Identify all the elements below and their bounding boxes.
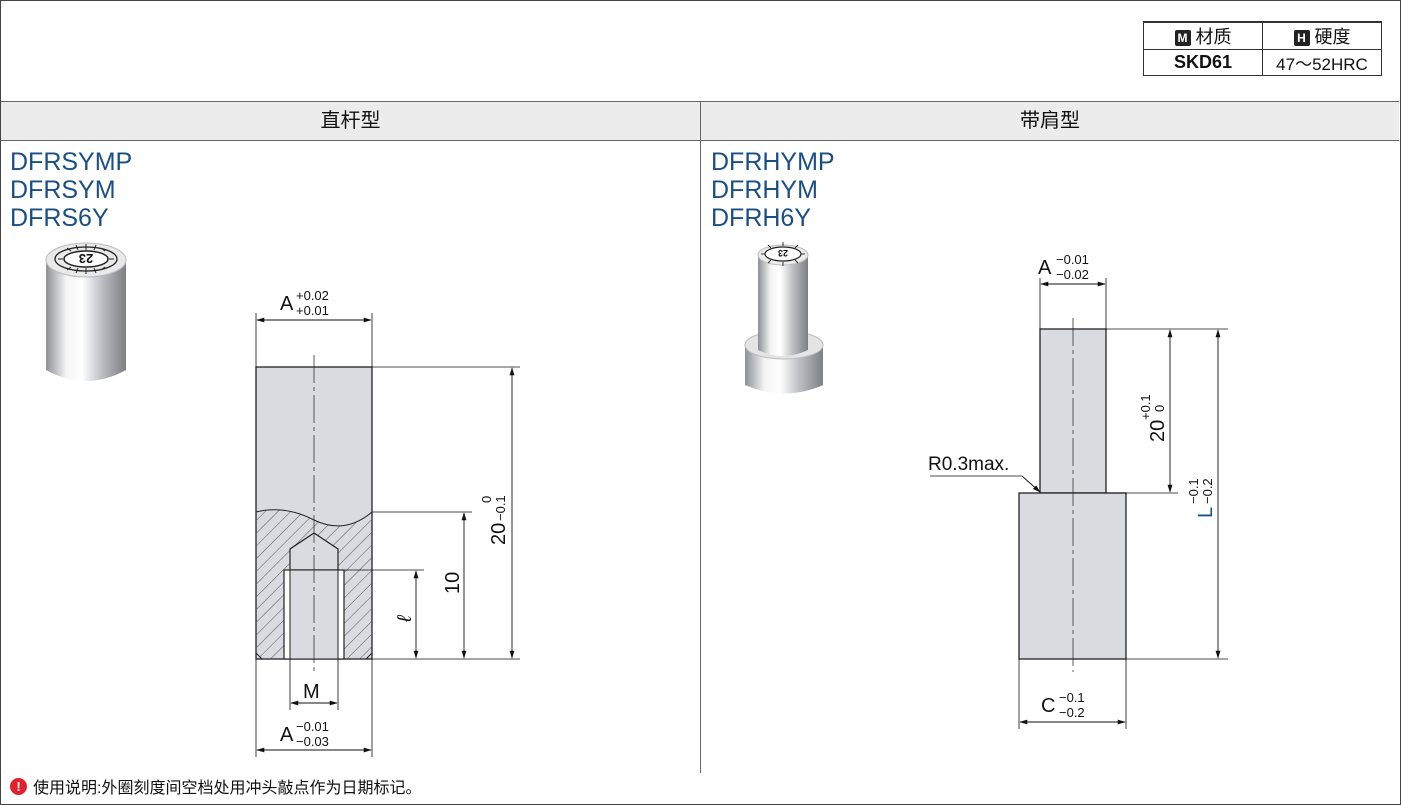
right-code-2: DFRHYM — [711, 176, 818, 204]
right-date-stamp-icon: 23 — [761, 242, 805, 266]
left-code-3: DFRS6Y — [10, 204, 109, 232]
left-length-label: 20 — [488, 523, 510, 545]
material-badge-icon: M — [1174, 30, 1191, 46]
left-length-lower: −0.1 — [493, 495, 508, 521]
left-model-codes: DFRSYMP DFRSYM DFRS6Y — [10, 148, 132, 232]
left-ten-label: 10 — [442, 572, 464, 594]
left-top-a-lower: +0.01 — [296, 303, 329, 318]
left-bottom-a-lower: −0.03 — [296, 734, 329, 749]
right-top-a-upper: −0.01 — [1056, 252, 1089, 267]
right-radius-label: R0.3max. — [928, 454, 1009, 475]
right-technical-drawing: A −0.01 −0.02 20 +0.1 0 L −0.1 −0.2 R0.3… — [928, 252, 1228, 729]
left-length-upper: 0 — [479, 496, 494, 503]
right-l-lower: −0.2 — [1200, 478, 1215, 504]
left-stamp-number: 23 — [79, 251, 93, 266]
right-c-label: C — [1041, 695, 1055, 717]
left-section-header: 直杆型 — [1, 101, 700, 141]
right-l-label: L — [1195, 507, 1217, 518]
warning-icon: ! — [10, 777, 27, 795]
right-section-header: 带肩型 — [701, 101, 1399, 141]
left-product-photo: 23 — [45, 242, 127, 381]
left-m-label: M — [303, 681, 320, 703]
material-header: 材质 — [1195, 27, 1232, 47]
right-twenty-upper: +0.1 — [1138, 394, 1153, 420]
right-twenty-lower: 0 — [1152, 405, 1167, 412]
date-stamp-icon: 23 — [54, 244, 118, 274]
right-model-codes: DFRHYMP DFRHYM DFRH6Y — [711, 148, 835, 232]
usage-note: ! 使用说明:外圈刻度间空档处用冲头敲点作为日期标记。 — [10, 774, 421, 798]
left-code-1: DFRSYMP — [10, 148, 133, 176]
right-l-upper: −0.1 — [1186, 478, 1201, 504]
left-top-a-label: A — [280, 293, 294, 315]
hardness-badge-icon: H — [1293, 30, 1310, 46]
left-top-a-upper: +0.02 — [296, 288, 329, 303]
right-code-1: DFRHYMP — [711, 148, 835, 176]
right-c-lower: −0.2 — [1059, 705, 1085, 720]
right-product-photo: 23 — [744, 242, 824, 394]
left-ell-label: ℓ — [394, 614, 416, 623]
right-top-a-lower: −0.02 — [1056, 267, 1089, 282]
usage-note-text: 使用说明:外圈刻度间空档处用冲头敲点作为日期标记。 — [33, 780, 422, 797]
right-c-upper: −0.1 — [1059, 690, 1085, 705]
right-code-3: DFRH6Y — [711, 204, 812, 232]
right-twenty-label: 20 — [1147, 420, 1169, 442]
hardness-header: 硬度 — [1314, 27, 1351, 47]
material-value: SKD61 — [1143, 49, 1263, 76]
left-bottom-a-label: A — [280, 724, 294, 746]
right-stamp-number: 23 — [778, 248, 788, 258]
left-code-2: DFRSYM — [10, 176, 116, 204]
left-technical-drawing: A +0.02 +0.01 20 0 −0.1 10 ℓ M A −0.01 −… — [255, 288, 520, 757]
section-divider — [700, 101, 701, 773]
left-bottom-a-upper: −0.01 — [296, 719, 329, 734]
right-top-a-label: A — [1038, 257, 1052, 279]
hardness-value: 47～52HRC — [1262, 49, 1382, 76]
